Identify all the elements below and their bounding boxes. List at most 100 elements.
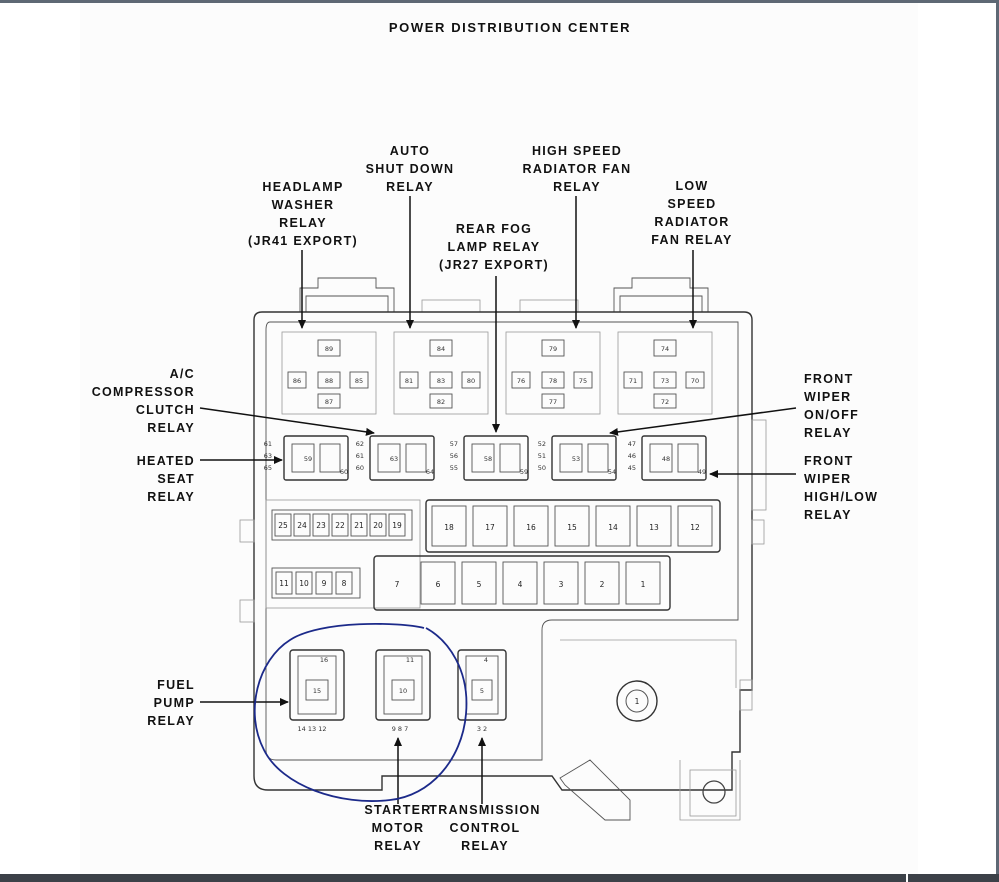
relay-high-speed-radiator-fan: 79 76 78 75 77 (505, 331, 601, 415)
cartridge-fuse: 17 (472, 505, 508, 547)
svg-text:LAMP RELAY: LAMP RELAY (448, 240, 541, 254)
svg-text:49: 49 (698, 468, 706, 476)
svg-text:79: 79 (549, 345, 557, 353)
svg-text:18: 18 (444, 523, 454, 532)
svg-text:HIGH/LOW: HIGH/LOW (804, 490, 878, 504)
svg-text:61: 61 (356, 452, 364, 460)
svg-text:10: 10 (399, 687, 407, 695)
svg-text:PUMP: PUMP (154, 696, 195, 710)
cartridge-fuse: 15 (554, 505, 590, 547)
svg-text:5: 5 (480, 687, 484, 695)
svg-text:60: 60 (356, 464, 364, 472)
label-auto-shut-down-relay: AUTO SHUT DOWN RELAY (366, 144, 453, 194)
svg-text:FUEL: FUEL (157, 678, 195, 692)
mini-fuse: 21 (350, 513, 368, 537)
svg-text:7: 7 (395, 580, 400, 589)
svg-text:16: 16 (320, 656, 328, 664)
svg-text:58: 58 (484, 455, 492, 463)
cartridge-fuse: 5 (461, 561, 497, 605)
cartridge-fuse: 3 (543, 561, 579, 605)
svg-text:70: 70 (691, 377, 699, 385)
svg-text:SEAT: SEAT (157, 472, 195, 486)
svg-text:48: 48 (662, 455, 670, 463)
relay-heated-seat: 61 63 65 59 60 (264, 435, 349, 481)
svg-text:ON/OFF: ON/OFF (804, 408, 859, 422)
svg-text:19: 19 (392, 521, 402, 530)
svg-text:RELAY: RELAY (804, 508, 852, 522)
relay-headlamp-washer: 89 86 88 85 87 (281, 331, 377, 415)
mini-fuse: 23 (312, 513, 330, 537)
svg-text:23: 23 (316, 521, 326, 530)
svg-text:WIPER: WIPER (804, 390, 851, 404)
svg-text:88: 88 (325, 377, 333, 385)
svg-text:82: 82 (437, 398, 445, 406)
svg-text:RELAY: RELAY (147, 490, 195, 504)
relay-ac-compressor-clutch: 62 61 60 63 64 (356, 435, 435, 481)
bottom-relay-row: 16 15 14 13 12 11 10 9 8 7 4 5 3 2 (289, 649, 507, 733)
svg-text:50: 50 (538, 464, 546, 472)
window-top-border (0, 0, 999, 3)
svg-text:HEADLAMP: HEADLAMP (262, 180, 343, 194)
svg-text:SPEED: SPEED (668, 197, 717, 211)
svg-text:89: 89 (325, 345, 333, 353)
svg-text:15: 15 (567, 523, 577, 532)
svg-text:RELAY: RELAY (386, 180, 434, 194)
svg-text:HEATED: HEATED (137, 454, 195, 468)
relay-auto-shut-down: 84 81 83 80 82 (393, 331, 489, 415)
svg-text:14: 14 (608, 523, 618, 532)
svg-text:86: 86 (293, 377, 301, 385)
svg-text:20: 20 (373, 521, 383, 530)
svg-text:REAR FOG: REAR FOG (456, 222, 532, 236)
cartridge-fuse: 1 (625, 561, 661, 605)
svg-text:RADIATOR: RADIATOR (654, 215, 729, 229)
mini-fuse: 19 (388, 513, 406, 537)
svg-text:77: 77 (549, 398, 557, 406)
svg-text:56: 56 (450, 452, 458, 460)
svg-text:87: 87 (325, 398, 333, 406)
svg-text:61: 61 (264, 440, 272, 448)
svg-text:WIPER: WIPER (804, 472, 851, 486)
svg-text:60: 60 (340, 468, 348, 476)
cartridge-fuse: 4 (502, 561, 538, 605)
svg-text:LOW: LOW (675, 179, 708, 193)
svg-text:76: 76 (517, 377, 525, 385)
mini-fuse: 20 (369, 513, 387, 537)
cartridge-fuse: 12 (677, 505, 713, 547)
svg-text:17: 17 (485, 523, 495, 532)
svg-text:24: 24 (297, 521, 307, 530)
svg-text:15: 15 (313, 687, 321, 695)
svg-text:RELAY: RELAY (279, 216, 327, 230)
svg-text:11: 11 (279, 579, 289, 588)
svg-text:CLUTCH: CLUTCH (136, 403, 195, 417)
highlight-circle-annotation (253, 622, 468, 802)
svg-text:53: 53 (572, 455, 580, 463)
svg-text:(JR41 EXPORT): (JR41 EXPORT) (248, 234, 358, 248)
svg-text:47: 47 (628, 440, 636, 448)
cartridge-fuse: 6 (420, 561, 456, 605)
svg-text:MOTOR: MOTOR (372, 821, 425, 835)
svg-text:22: 22 (335, 521, 345, 530)
svg-text:78: 78 (549, 377, 557, 385)
svg-text:5: 5 (477, 580, 482, 589)
mini-fuse-block: 25 24 23 22 21 20 19 11 10 9 8 (265, 499, 421, 609)
svg-text:(JR27 EXPORT): (JR27 EXPORT) (439, 258, 549, 272)
label-front-wiper-high-low-relay: FRONT WIPER HIGH/LOW RELAY (804, 454, 878, 522)
svg-text:84: 84 (437, 345, 445, 353)
pdc-housing: 1 (239, 277, 767, 821)
svg-text:RELAY: RELAY (147, 714, 195, 728)
svg-text:55: 55 (450, 464, 458, 472)
mini-fuse: 10 (295, 571, 313, 595)
cartridge-fuse: 13 (636, 505, 672, 547)
relay-low-speed-radiator-fan: 74 71 73 70 72 (617, 331, 713, 415)
window-bottom-bar (0, 874, 999, 882)
svg-text:65: 65 (264, 464, 272, 472)
label-front-wiper-on-off-relay: FRONT WIPER ON/OFF RELAY (804, 372, 859, 440)
svg-text:71: 71 (629, 377, 637, 385)
svg-text:4: 4 (484, 656, 488, 664)
svg-text:45: 45 (628, 464, 636, 472)
svg-text:RELAY: RELAY (804, 426, 852, 440)
svg-text:25: 25 (278, 521, 288, 530)
svg-text:6: 6 (436, 580, 441, 589)
top-relay-row: 89 86 88 85 87 84 81 83 80 82 79 (281, 331, 713, 415)
